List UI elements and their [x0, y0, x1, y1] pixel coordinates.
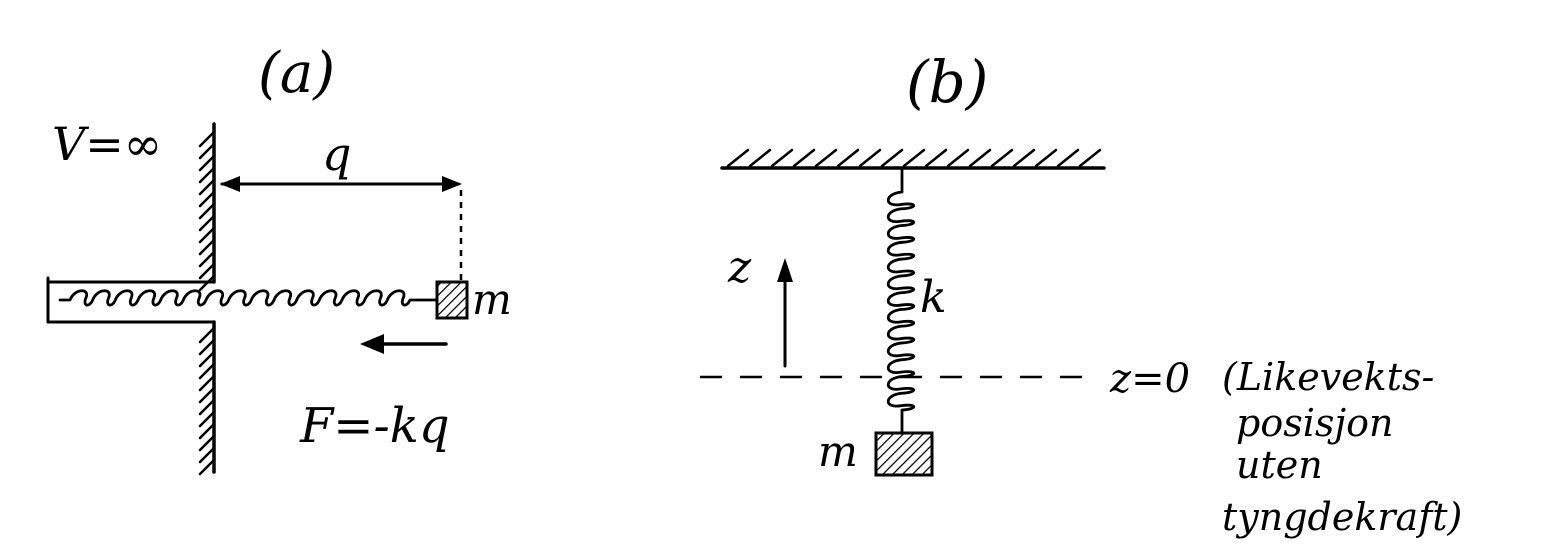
force-label: F=-kq — [299, 398, 450, 454]
spring-vertical — [886, 166, 916, 435]
mass-block-b — [874, 431, 934, 477]
note-line-2: posisjon — [1236, 401, 1394, 445]
note-line-3: uten — [1236, 443, 1323, 487]
note-line-4: tyngdekraft) — [1222, 495, 1462, 539]
spring-constant-label: k — [920, 272, 947, 323]
mass-label-b: m — [818, 427, 858, 476]
equilibrium-label: z=0 — [1109, 356, 1190, 402]
infinite-potential-label: V=∞ — [52, 117, 162, 171]
panel-b-label: (b) — [906, 48, 988, 116]
note-line-1: (Likevekts- — [1222, 355, 1434, 399]
force-arrow — [360, 334, 448, 354]
displacement-arrow — [220, 176, 463, 280]
z-axis-arrow — [777, 258, 793, 368]
spring-horizontal — [58, 289, 439, 307]
spring-channel — [46, 276, 216, 324]
wall-lower — [198, 320, 216, 476]
z-axis-label: z — [727, 242, 752, 293]
mass-block-a — [435, 280, 469, 320]
wall-upper — [198, 122, 216, 292]
equilibrium-note: (Likevekts- posisjon uten tyngdekraft) — [1222, 355, 1462, 539]
panel-b: (b) m k z z=0 (Likevekts- posisjon uten … — [700, 48, 1462, 539]
mass-label-a: m — [472, 275, 512, 324]
panel-a-label: (a) — [258, 41, 335, 106]
displacement-label: q — [322, 127, 351, 181]
panel-a: (a) V=∞ m q — [46, 41, 512, 476]
ceiling — [720, 148, 1106, 170]
